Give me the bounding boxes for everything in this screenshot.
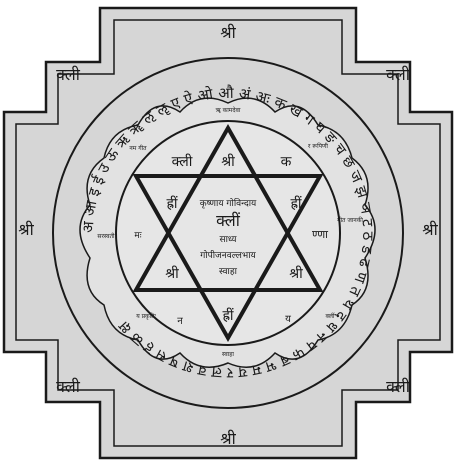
corner-bija-right: श्री (422, 220, 438, 239)
corner-bija-bottom-right: क्ली (386, 377, 411, 396)
star-upper-left: क्ली (172, 153, 193, 170)
petal-label-7: सरस्वती (97, 232, 115, 240)
petal-label-2: र रूपिणी (308, 142, 328, 150)
center-line-2: क्लीं (216, 211, 241, 230)
star-bottom-left: न (177, 316, 183, 327)
petal-label-5: स्वाहा (222, 351, 234, 358)
star-upper-right: क (281, 154, 292, 170)
corner-bija-left: श्री (18, 220, 34, 239)
star-right: ह्रीं (290, 195, 301, 212)
corner-bija-bottom: श्री (220, 429, 236, 448)
corner-bija-top-left: क्ली (56, 65, 81, 84)
star-far-right: ण्णा (312, 228, 328, 241)
corner-bija-top: श्री (220, 23, 236, 42)
star-far-left: मः (134, 231, 141, 241)
petal-label-1: ॠ कामदेवा (216, 106, 241, 114)
petal-label-6: य प्रकृतिः (136, 312, 156, 320)
center-line-5: स्वाहा (219, 267, 238, 277)
corner-bija-top-right: क्ली (386, 65, 411, 84)
star-top: श्री (221, 153, 235, 170)
star-left: ह्रीं (166, 195, 177, 212)
petal-label-8: नम गीत (129, 144, 147, 152)
center-line-3: साध्य (219, 235, 237, 245)
star-bottom: ह्रीं (222, 307, 233, 324)
star-lower-left: श्री (165, 265, 179, 282)
center-line-1: कृष्णाय गोविन्दाय (200, 197, 257, 209)
corner-bija-bottom-left: क्ली (56, 377, 81, 396)
petal-label-3: गीत जानकी (337, 216, 363, 224)
star-lower-right: श्री (289, 265, 303, 282)
center-line-4: गोपीजनवल्लभाय (200, 249, 256, 261)
petal-label-4: क्लीं (326, 312, 335, 320)
star-bottom-right: य (285, 314, 291, 325)
